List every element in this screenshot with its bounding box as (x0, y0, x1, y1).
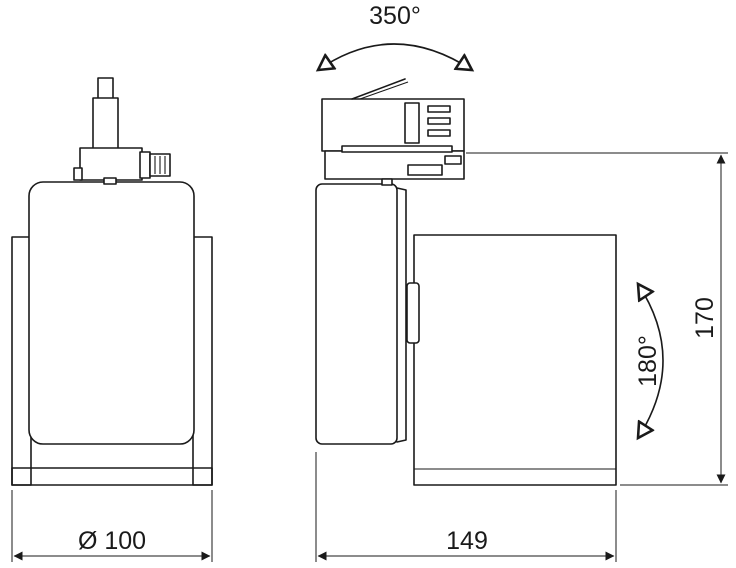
front-yoke-right (192, 236, 213, 486)
side-tilt-knob (406, 282, 420, 344)
diameter-label: Ø 100 (78, 527, 146, 555)
side-lamp-head (413, 234, 617, 486)
height-label: 170 (691, 297, 719, 339)
side-housing (315, 183, 398, 445)
front-bottom-band (11, 467, 213, 486)
dimension-height (466, 152, 728, 486)
length-label: 149 (446, 527, 488, 555)
pan-angle-label: 350° (369, 2, 421, 30)
dimension-diameter (11, 490, 213, 562)
front-housing (28, 181, 195, 445)
dimension-length (315, 452, 617, 562)
side-view: 350° 180° 149 170 (315, 2, 728, 562)
front-yoke (11, 236, 32, 486)
tilt-rotation-arrow (638, 284, 664, 438)
tilt-angle-label: 180° (634, 335, 662, 387)
front-track-adapter (73, 77, 171, 185)
side-track-adapter (321, 78, 465, 186)
pan-rotation-arrow (318, 43, 472, 70)
front-view: Ø 100 (11, 77, 213, 562)
